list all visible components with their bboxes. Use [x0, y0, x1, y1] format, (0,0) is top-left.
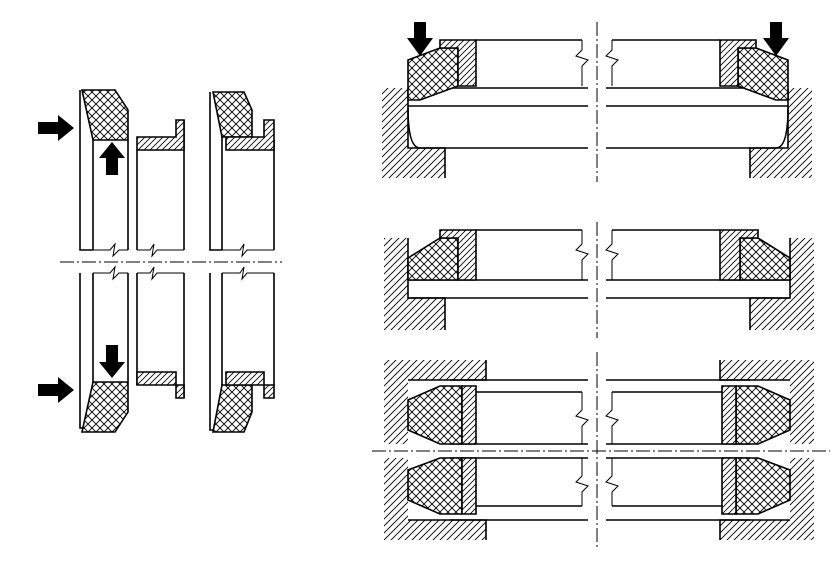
press-down-arrow-right [763, 22, 789, 56]
housing-right-installed [750, 238, 814, 330]
support-ring-top [136, 119, 185, 151]
assembled-ring-top [225, 119, 275, 151]
housing-left-installed [384, 238, 445, 330]
press-up-arrow [99, 142, 125, 175]
housing-left [382, 88, 445, 178]
seal-lip-bottom [81, 381, 129, 433]
assembled-seal-view [209, 91, 275, 433]
press-right-arrow-bottom [38, 377, 74, 403]
double-seal-top-right [735, 385, 791, 445]
press-down-arrow [99, 345, 125, 378]
press-right-arrow-top [38, 115, 74, 141]
seal-lip-top [81, 89, 129, 141]
support-ring-bottom [136, 371, 185, 399]
installed-seal [384, 222, 814, 338]
double-seal-bottom-right [735, 457, 791, 515]
press-down-arrow-left [407, 22, 433, 56]
support-ring-view [136, 119, 185, 399]
seal-right [737, 47, 789, 101]
housing-right [750, 88, 812, 178]
double-seal-arrangement [372, 352, 830, 550]
installed-seal-left [407, 237, 459, 281]
assembled-seal-bottom [212, 384, 253, 433]
housing-top-left [384, 360, 486, 444]
assembled-ring-bottom [225, 371, 275, 399]
installed-seal-right [739, 237, 791, 281]
seal-left [407, 47, 459, 101]
seal-ring-view [79, 89, 129, 433]
double-seal-bottom-left [407, 457, 463, 515]
installation-in-housing [382, 22, 812, 182]
seal-assembly-steps [38, 89, 282, 433]
housing-bottom-left [384, 458, 486, 540]
double-seal-top-left [407, 385, 463, 445]
assembled-seal-top [212, 91, 253, 138]
